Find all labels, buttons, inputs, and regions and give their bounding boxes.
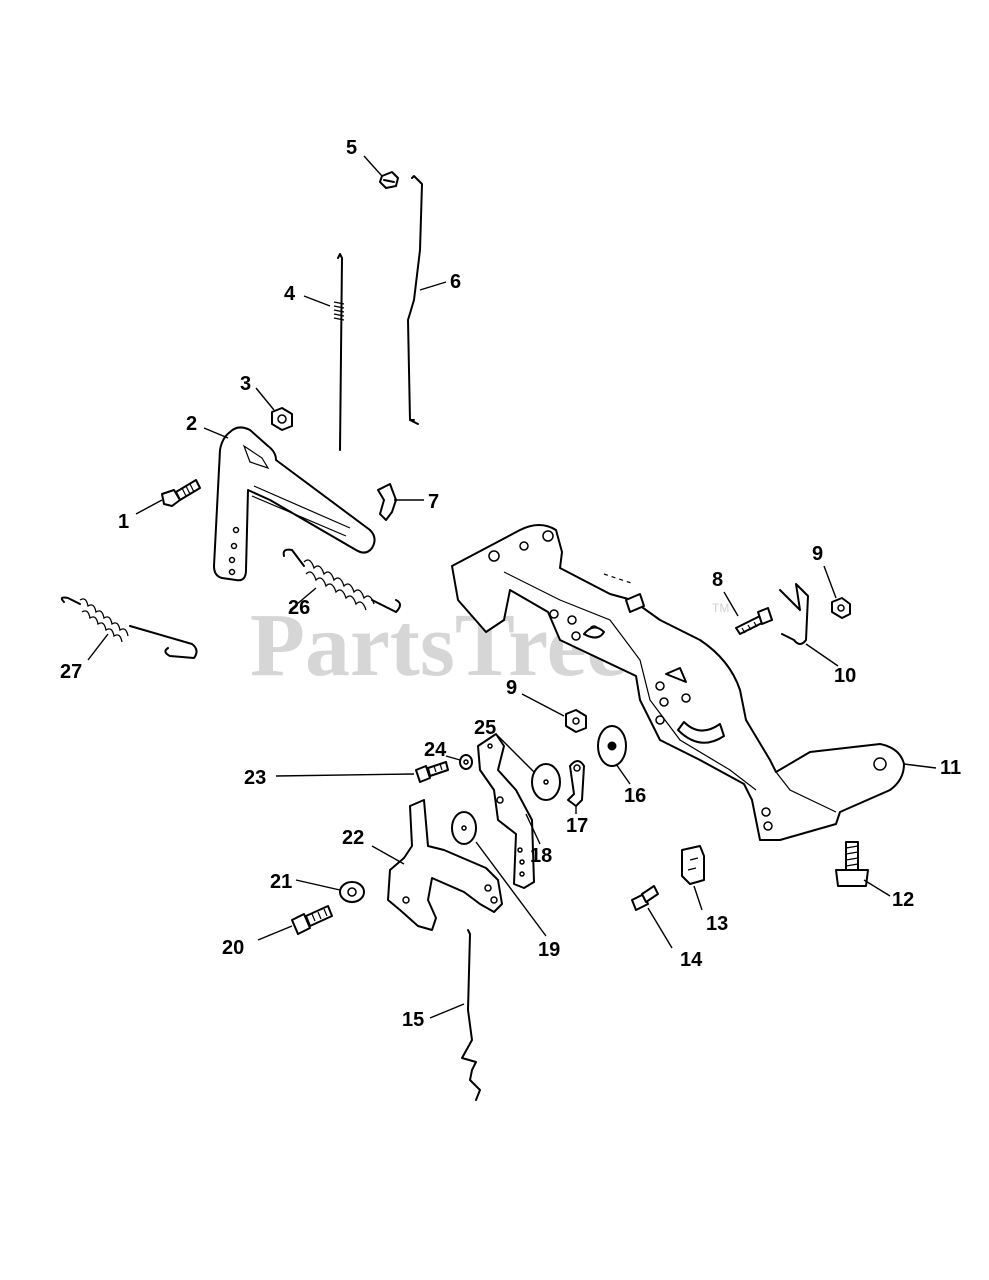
callout-5: 5 bbox=[346, 137, 357, 159]
part-19-washer[interactable] bbox=[451, 811, 477, 845]
part-8-bolt[interactable] bbox=[735, 607, 773, 635]
part-25-washer[interactable] bbox=[531, 763, 561, 801]
callout-6: 6 bbox=[450, 271, 461, 293]
callout-18: 18 bbox=[530, 845, 552, 867]
part-9-nut-lower[interactable] bbox=[565, 709, 587, 733]
part-17-clip[interactable] bbox=[567, 760, 585, 807]
callout-12: 12 bbox=[892, 889, 914, 911]
callout-23: 23 bbox=[244, 767, 266, 789]
callout-9-lower: 9 bbox=[506, 677, 517, 699]
part-9-nut-upper[interactable] bbox=[831, 597, 851, 619]
part-6-link-rod[interactable] bbox=[407, 175, 423, 425]
trademark-symbol: TM bbox=[712, 601, 729, 615]
callout-10: 10 bbox=[834, 665, 856, 687]
callout-15: 15 bbox=[402, 1009, 424, 1031]
part-2-control-bracket[interactable] bbox=[213, 426, 376, 582]
callout-8: 8 bbox=[712, 569, 723, 591]
callout-labels: 5 6 4 3 2 1 7 26 27 8 9 10 9 25 24 23 11… bbox=[60, 137, 961, 1031]
part-4-spring-rod[interactable] bbox=[333, 253, 345, 451]
callout-17: 17 bbox=[566, 815, 588, 837]
callout-4: 4 bbox=[284, 283, 296, 305]
part-1-bolt[interactable] bbox=[161, 479, 201, 507]
callout-22: 22 bbox=[342, 827, 364, 849]
part-16-washer[interactable] bbox=[597, 725, 627, 767]
part-11-control-plate[interactable] bbox=[451, 524, 905, 841]
part-23-screw[interactable] bbox=[415, 761, 449, 783]
callout-20: 20 bbox=[222, 937, 244, 959]
part-27-spring[interactable] bbox=[60, 596, 198, 659]
callout-11: 11 bbox=[940, 757, 961, 779]
part-12-bolt[interactable] bbox=[835, 841, 869, 887]
callout-3: 3 bbox=[240, 373, 251, 395]
part-18-governor-lever[interactable] bbox=[477, 733, 535, 889]
part-13-clip[interactable] bbox=[681, 845, 705, 885]
callout-7: 7 bbox=[428, 491, 439, 513]
part-20-bolt[interactable] bbox=[291, 905, 333, 935]
callout-27: 27 bbox=[60, 661, 82, 683]
callout-9-upper: 9 bbox=[812, 543, 823, 565]
callout-2: 2 bbox=[186, 413, 197, 435]
part-22-throttle-bracket[interactable] bbox=[387, 799, 503, 931]
part-10-clip[interactable] bbox=[779, 583, 809, 645]
callout-13: 13 bbox=[706, 913, 728, 935]
part-5-screw[interactable] bbox=[379, 171, 399, 189]
callout-21: 21 bbox=[270, 871, 292, 893]
leader-lines bbox=[87, 155, 937, 1019]
callout-1: 1 bbox=[118, 511, 129, 533]
callout-26: 26 bbox=[288, 597, 310, 619]
callout-25: 25 bbox=[474, 717, 496, 739]
callout-14: 14 bbox=[680, 949, 703, 971]
part-21-washer[interactable] bbox=[339, 881, 365, 903]
part-15-choke-rod[interactable] bbox=[461, 929, 481, 1101]
part-26-governor-spring[interactable] bbox=[282, 548, 401, 613]
callout-16: 16 bbox=[624, 785, 646, 807]
callout-19: 19 bbox=[538, 939, 560, 961]
callout-24: 24 bbox=[424, 739, 447, 761]
part-24-nut[interactable] bbox=[459, 754, 473, 770]
part-3-nut[interactable] bbox=[271, 407, 293, 431]
part-14-screw[interactable] bbox=[631, 885, 659, 911]
part-7-spring-clip[interactable] bbox=[377, 483, 397, 521]
